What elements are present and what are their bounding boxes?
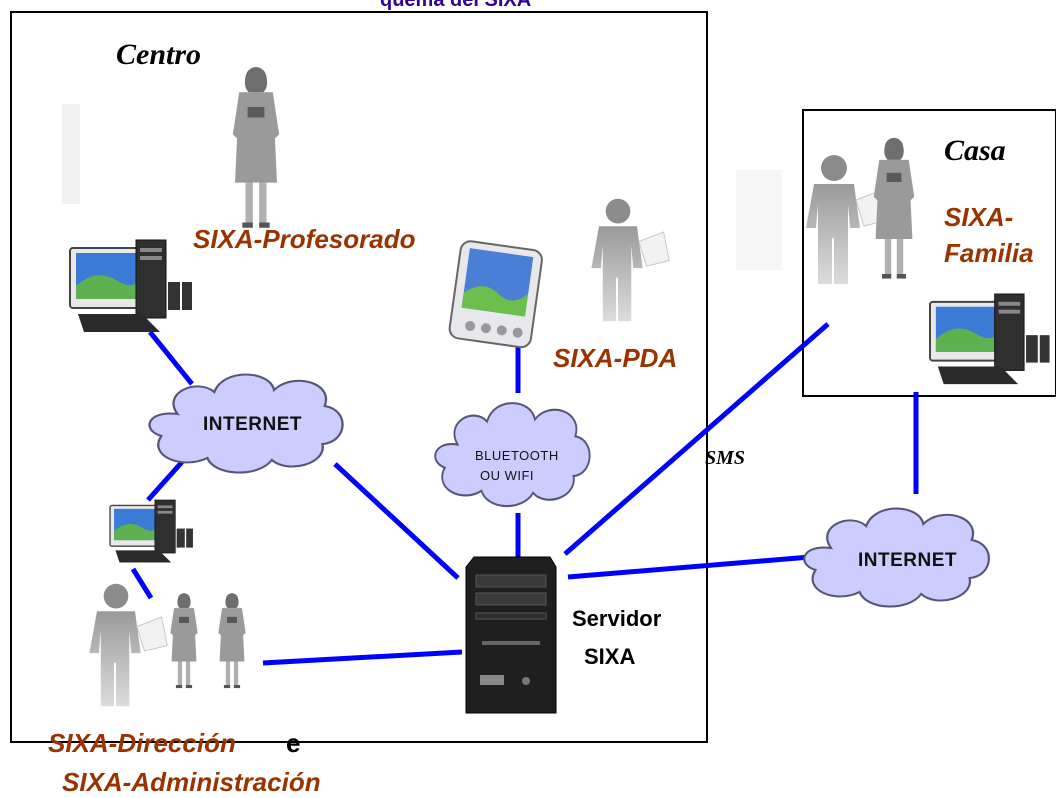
direccion-woman2-person-icon xyxy=(218,593,246,689)
casa-woman-person-icon xyxy=(873,137,915,279)
pda-icon xyxy=(448,240,543,349)
diagram-title-partial: quema del SIXA xyxy=(380,0,531,11)
link-pc-internet xyxy=(148,330,194,386)
computer-icon-direccion xyxy=(109,499,194,564)
link-pc2-direccion xyxy=(130,567,154,600)
link-server-internet-casa xyxy=(567,553,823,580)
server-icon xyxy=(465,556,557,714)
direccion-joiner: e xyxy=(286,728,300,758)
familia-label-line2: Familia xyxy=(944,238,1034,268)
link-direccion-server xyxy=(262,649,463,666)
internet-casa-label: INTERNET xyxy=(858,550,957,571)
casa-label: Casa xyxy=(944,134,1006,167)
computer-icon-casa xyxy=(929,293,1051,386)
computer-icon-centro xyxy=(69,239,193,333)
profesorado-label: SIXA-Profesorado xyxy=(193,224,416,254)
internet-casa-cloud-icon: INTERNET xyxy=(803,507,990,608)
internet-centro-cloud-icon: INTERNET xyxy=(148,373,344,474)
faded-figure xyxy=(62,104,80,204)
casa-region-box xyxy=(802,109,1056,397)
internet-centro-label: INTERNET xyxy=(203,414,302,435)
sms-label: SMS xyxy=(705,447,745,469)
link-internet-pc2 xyxy=(146,460,184,502)
bluetooth-label-line2: OU WIFI xyxy=(480,468,534,483)
pda-user-person-icon xyxy=(590,198,670,322)
casa-man-person-icon xyxy=(805,154,889,285)
server-label-line2: SIXA xyxy=(584,644,635,669)
centro-label: Centro xyxy=(116,38,201,71)
link-sms-server xyxy=(563,322,830,556)
link-internet-server xyxy=(333,462,460,580)
pda-label: SIXA-PDA xyxy=(553,343,677,373)
administracion-label: SIXA-Administración xyxy=(62,767,321,797)
direccion-woman1-person-icon xyxy=(170,593,198,689)
bluetooth-label-line1: BLUETOOTH xyxy=(475,448,559,463)
faded-hand xyxy=(736,170,782,270)
centro-region-box xyxy=(10,11,708,743)
connection-links xyxy=(130,322,919,666)
direccion-label: SIXA-Dirección xyxy=(48,728,236,758)
familia-label-line1: SIXA- xyxy=(944,202,1013,232)
direccion-man-person-icon xyxy=(88,583,168,707)
server-label-line1: Servidor xyxy=(572,606,662,631)
profesorado-person-icon xyxy=(232,67,280,228)
bluetooth-cloud-icon: BLUETOOTH OU WIFI xyxy=(434,402,591,508)
